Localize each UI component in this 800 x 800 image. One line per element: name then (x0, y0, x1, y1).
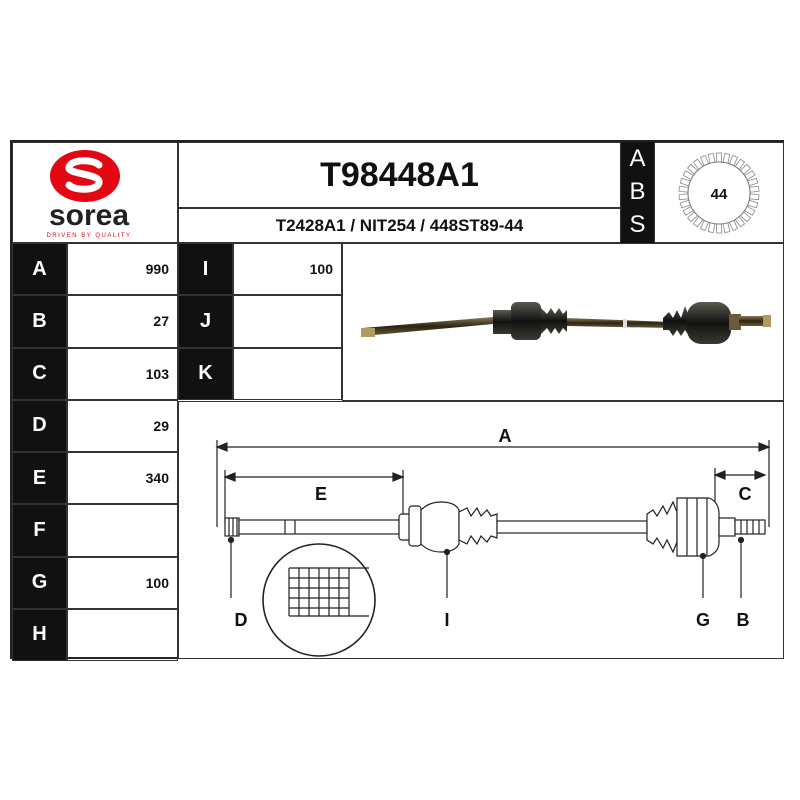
abs-letter-s: S (629, 210, 646, 238)
drawing-label-i: I (444, 610, 449, 630)
abs-tooth (678, 185, 689, 193)
sorea-logo: sorea DRIVEN BY QUALITY (46, 150, 131, 239)
abs-tooth (722, 152, 731, 164)
dim-value-i: 100 (233, 243, 342, 296)
dim-label-i: I (178, 243, 233, 296)
dim-label-f: F (12, 504, 67, 557)
dim-value-e: 340 (67, 452, 178, 505)
cross-ref-cell: T2428A1 / NIT254 / 448ST89-44 (178, 208, 621, 243)
drawing-label-e: E (315, 484, 327, 504)
dim-value-g: 100 (67, 556, 178, 609)
dim-label-j: J (178, 295, 233, 348)
dim-value-f (67, 504, 178, 557)
drawing-label-a: A (499, 426, 512, 446)
abs-tooth (707, 152, 716, 164)
abs-letter-b: B (629, 177, 646, 205)
dim-label-h: H (12, 608, 67, 661)
technical-drawing-cell: A E C D I G B (178, 401, 784, 659)
title-cell: T98448A1 (178, 142, 621, 208)
dim-value-b: 27 (67, 295, 178, 348)
dim-value-k (233, 347, 342, 400)
abs-tooth (678, 193, 689, 201)
abs-gear-icon: 44 (678, 152, 760, 234)
abs-strip: A B S (621, 142, 654, 243)
technical-drawing: A E C D I G B (215, 426, 771, 657)
abs-tooth (749, 185, 760, 193)
abs-tooth (716, 152, 722, 163)
dim-label-b: B (12, 295, 67, 348)
brand-tagline: DRIVEN BY QUALITY (46, 233, 131, 239)
photo-cell (342, 243, 784, 401)
dim-value-h (67, 608, 178, 661)
dim-value-c: 103 (67, 347, 178, 400)
abs-ring-cell: 44 (654, 142, 784, 243)
driveshaft-photo (361, 302, 771, 344)
abs-tooth (749, 193, 760, 201)
drawing-label-b: B (737, 610, 750, 630)
drawing-label-g: G (696, 610, 710, 630)
dim-label-c: C (12, 347, 67, 400)
dim-label-d: D (12, 399, 67, 452)
dim-label-g: G (12, 556, 67, 609)
abs-letter-a: A (629, 144, 646, 172)
abs-tooth (716, 223, 722, 234)
dim-value-d: 29 (67, 399, 178, 452)
drawing-label-c: C (739, 484, 752, 504)
dim-label-e: E (12, 452, 67, 505)
dim-label-a: A (12, 243, 67, 296)
dim-value-a: 990 (67, 243, 178, 296)
part-number: T98448A1 (320, 155, 479, 194)
drawing-label-d: D (235, 610, 248, 630)
logo-cell: sorea DRIVEN BY QUALITY (12, 142, 178, 243)
dim-value-j (233, 295, 342, 348)
dim-label-k: K (178, 347, 233, 400)
abs-teeth-count: 44 (711, 186, 728, 203)
brand-name: sorea (49, 199, 129, 232)
abs-tooth (707, 222, 716, 234)
cross-references: T2428A1 / NIT254 / 448ST89-44 (275, 215, 524, 235)
abs-tooth (722, 222, 731, 234)
product-sheet: sorea DRIVEN BY QUALITY T98448A1 T2428A1… (10, 140, 784, 661)
